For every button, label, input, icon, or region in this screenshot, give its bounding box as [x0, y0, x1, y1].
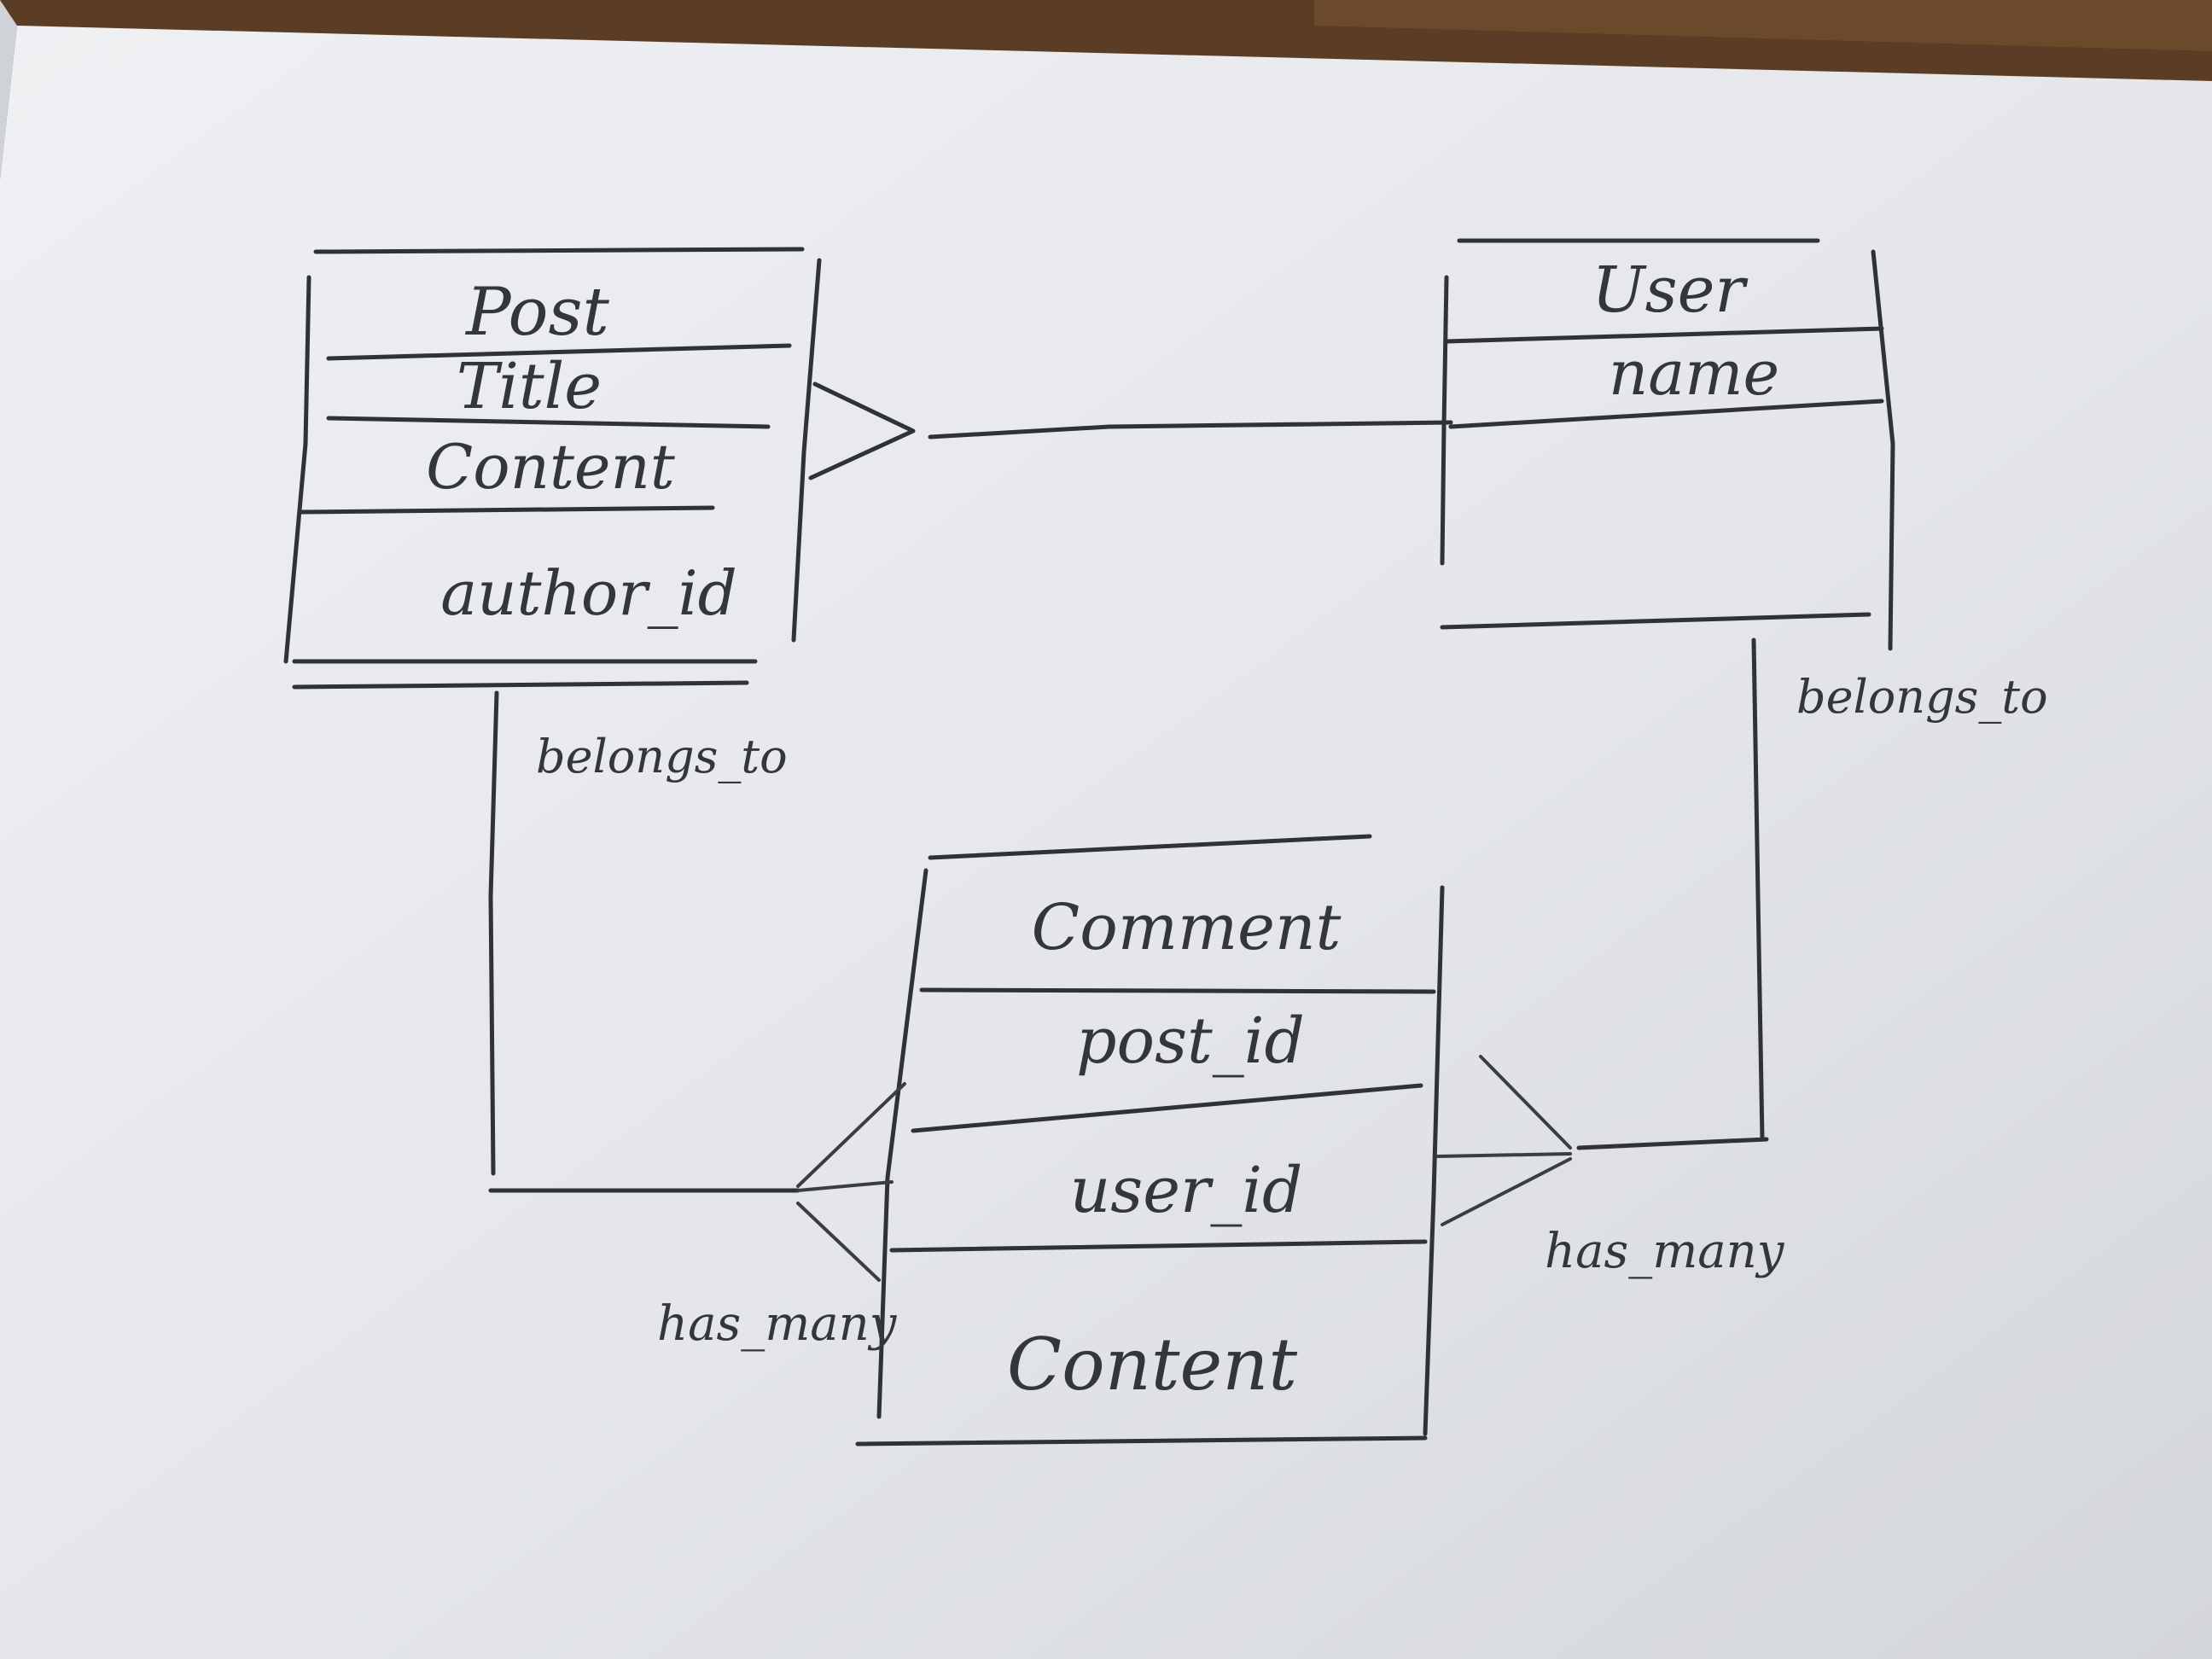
post-field-content: Content — [426, 431, 676, 503]
post-bottom-border-2 — [292, 680, 749, 690]
post-comment-vertical-line — [488, 690, 499, 1176]
user-divider-2 — [1448, 399, 1884, 429]
post-left-border — [283, 275, 311, 664]
crowfoot-upper-icon — [796, 1082, 906, 1188]
post-divider-2 — [326, 416, 771, 429]
post-title: Post — [464, 274, 609, 351]
user-title: User — [1592, 253, 1749, 327]
crowfoot-upper-icon — [1479, 1055, 1572, 1150]
comment-field-content: Content — [1007, 1323, 1298, 1406]
paper-corner — [0, 0, 17, 179]
paper-sheet — [0, 26, 2212, 1659]
comment-bottom-border — [855, 1435, 1428, 1447]
user-comment-vertical-line — [1751, 637, 1765, 1142]
comment-right-border — [1423, 885, 1445, 1436]
comment-field-post-id: post_id — [1076, 1004, 1305, 1078]
post-divider-3 — [298, 505, 715, 515]
comment-field-user-id: user_id — [1070, 1154, 1303, 1227]
post-user-connector — [808, 381, 1453, 480]
post-belongs-to-label: belongs_to — [536, 730, 788, 783]
user-belongs-to-label: belongs_to — [1796, 670, 2048, 724]
user-entity: User name — [1440, 238, 1895, 651]
comment-entity: Comment post_id user_id Content — [855, 834, 1445, 1447]
user-right-border — [1871, 249, 1895, 651]
post-has-many-label: has_many — [657, 1296, 898, 1352]
user-comment-horizontal-line — [1576, 1137, 1769, 1150]
user-divider-1 — [1444, 326, 1884, 344]
comment-left-border — [876, 868, 928, 1419]
user-bottom-border — [1440, 612, 1871, 630]
table-edge — [0, 0, 2212, 51]
comment-divider-2 — [911, 1083, 1423, 1133]
post-top-border — [313, 247, 805, 254]
comment-divider-3 — [889, 1239, 1428, 1253]
post-comment-connector: belongs_to has_many — [488, 690, 906, 1352]
post-divider-1 — [326, 343, 792, 361]
post-user-line — [928, 420, 1453, 439]
arrowhead-icon — [808, 381, 916, 480]
post-right-border — [791, 258, 822, 643]
post-entity: Post Title Content author_id — [283, 247, 822, 690]
comment-top-border — [928, 834, 1372, 860]
comment-title: Comment — [1032, 891, 1342, 964]
comment-divider-1 — [919, 987, 1436, 994]
user-left-border — [1440, 275, 1449, 566]
user-has-many-label: has_many — [1545, 1224, 1785, 1279]
post-field-author-id: author_id — [440, 557, 736, 629]
crowfoot-lower-icon — [796, 1202, 881, 1282]
crowfoot-lower-icon — [1441, 1157, 1572, 1226]
user-comment-connector: belongs_to has_many — [1436, 637, 2048, 1279]
post-field-title: Title — [457, 350, 602, 423]
crowfoot-middle-icon — [796, 1180, 894, 1192]
user-field-name: name — [1609, 337, 1779, 409]
crowfoot-middle-icon — [1436, 1152, 1572, 1158]
